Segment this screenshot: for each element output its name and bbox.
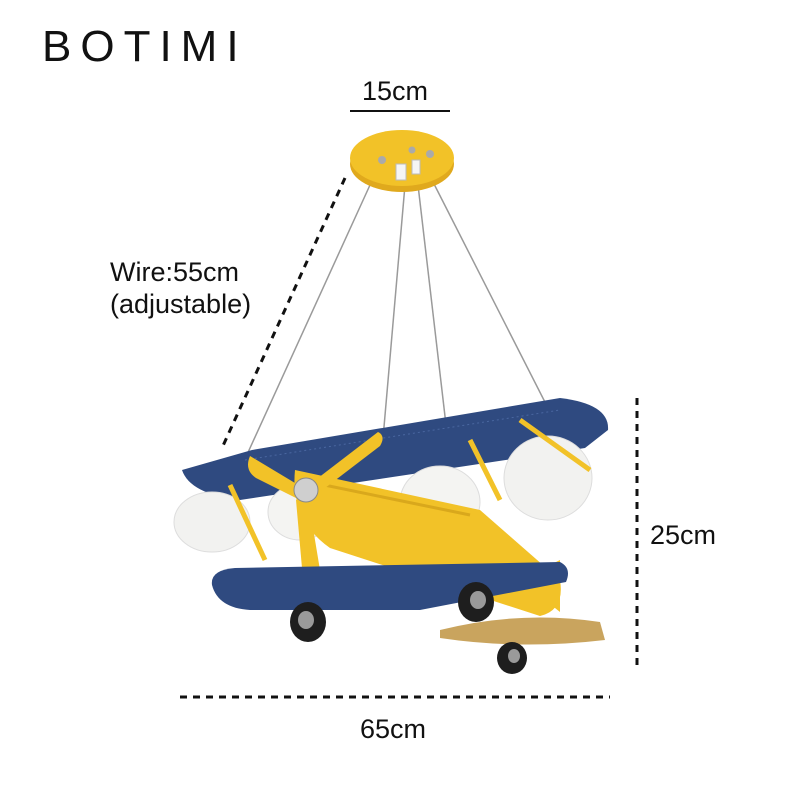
propeller [248, 432, 383, 573]
suspension-wires [239, 179, 551, 471]
top-width-label: 15cm [362, 76, 429, 106]
upper-wing [182, 398, 609, 500]
wire-note-text: (adjustable) [110, 289, 252, 320]
height-label: 25cm [650, 520, 717, 550]
ceiling-canopy [350, 130, 454, 192]
landing-wheels [290, 582, 527, 674]
wire-length-text: Wire:55cm [110, 257, 240, 287]
wire-length-label: Wire:55cm (adjustable) [110, 256, 251, 321]
brand-logo: BOTIMI [42, 22, 248, 71]
width-label: 65cm [360, 714, 427, 744]
wing-struts [227, 417, 592, 562]
wire-dashed-line [220, 177, 347, 449]
